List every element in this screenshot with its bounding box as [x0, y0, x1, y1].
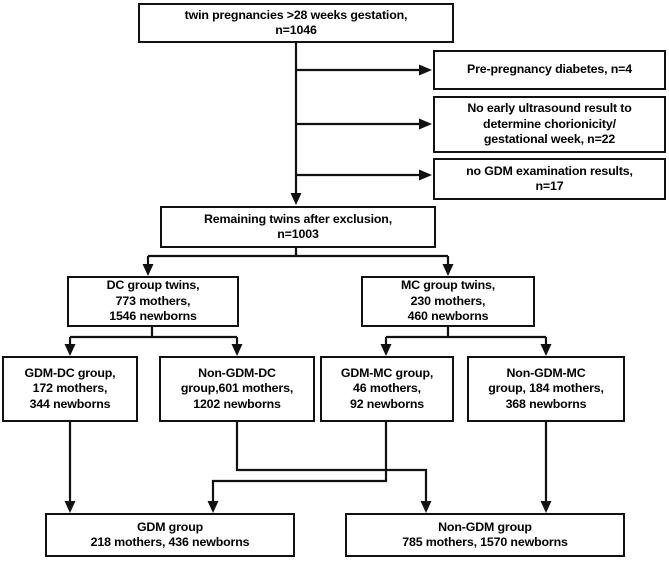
gdm-group-total-box: GDM group 218 mothers, 436 newborns — [45, 513, 295, 557]
arrowhead-gdm-dc — [64, 344, 76, 356]
gdm-total-label: GDM group 218 mothers, 436 newborns — [90, 519, 250, 549]
non-gdm-dc-label: Non-GDM-DC group,601 mothers, 1202 newbo… — [180, 365, 294, 411]
non-gdm-mc-label: Non-GDM-MC group, 184 mothers, 368 newbo… — [488, 365, 604, 411]
remaining-twins-label: Remaining twins after exclusion, n=1003 — [204, 211, 392, 241]
exclusion-1-label: Pre-pregnancy diabetes, n=4 — [466, 62, 632, 77]
edge-non-gdm-dc-to-total — [235, 422, 428, 503]
arrowhead-gdm-mc — [380, 344, 392, 356]
arrowhead-non-gdm-dc — [231, 344, 243, 356]
exclusion-pre-pregnancy-diabetes: Pre-pregnancy diabetes, n=4 — [433, 50, 666, 90]
exclusion-3-label: no GDM examination results, n=17 — [466, 163, 633, 193]
mc-group-label: MC group twins, 230 mothers, 460 newborn… — [400, 278, 496, 324]
edge-dc-split — [68, 327, 239, 346]
exclusion-no-early-ultrasound: No early ultrasound result to determine … — [433, 96, 666, 153]
non-gdm-dc-group-box: Non-GDM-DC group,601 mothers, 1202 newbo… — [159, 356, 315, 422]
remaining-twins-box: Remaining twins after exclusion, n=1003 — [160, 206, 436, 248]
gdm-mc-label: GDM-MC group, 46 mothers, 92 newborns — [340, 365, 434, 411]
non-gdm-total-label: Non-GDM group 785 mothers, 1570 newborns — [402, 519, 568, 549]
gdm-mc-group-box: GDM-MC group, 46 mothers, 92 newborns — [320, 356, 454, 422]
non-gdm-mc-group-box: Non-GDM-MC group, 184 mothers, 368 newbo… — [467, 356, 625, 422]
exclusion-no-gdm-examination: no GDM examination results, n=17 — [433, 158, 666, 200]
mc-group-twins-box: MC group twins, 230 mothers, 460 newborn… — [361, 276, 535, 327]
arrowhead-dc-group — [142, 264, 154, 276]
exclusion-2-label: No early ultrasound result to determine … — [467, 101, 632, 147]
edge-remaining-split — [146, 248, 450, 266]
twin-pregnancies-label: twin pregnancies >28 weeks gestation, n=… — [184, 7, 408, 37]
dc-group-label: DC group twins, 773 mothers, 1546 newbor… — [106, 278, 200, 324]
dc-group-twins-box: DC group twins, 773 mothers, 1546 newbor… — [67, 276, 239, 327]
arrowhead-gdm-total-right — [207, 501, 219, 513]
edge-gdm-mc-to-total — [211, 422, 388, 503]
gdm-dc-label: GDM-DC group, 172 mothers, 344 newborns — [24, 365, 116, 411]
arrowhead-non-gdm-total-left — [420, 501, 432, 513]
non-gdm-group-total-box: Non-GDM group 785 mothers, 1570 newborns — [345, 513, 625, 557]
arrowhead-non-gdm-total-right — [540, 501, 552, 513]
gdm-dc-group-box: GDM-DC group, 172 mothers, 344 newborns — [2, 356, 138, 422]
edge-mc-split — [384, 327, 548, 346]
arrowhead-non-gdm-mc — [540, 344, 552, 356]
twin-pregnancies-box: twin pregnancies >28 weeks gestation, n=… — [138, 3, 454, 43]
arrowhead-gdm-total-left — [64, 501, 76, 513]
arrowhead-exclusion-2 — [419, 118, 432, 130]
arrowhead-exclusion-1 — [419, 64, 432, 76]
arrowhead-mc-group — [442, 264, 454, 276]
arrowhead-remaining — [290, 193, 302, 205]
arrowhead-exclusion-3 — [419, 169, 432, 181]
